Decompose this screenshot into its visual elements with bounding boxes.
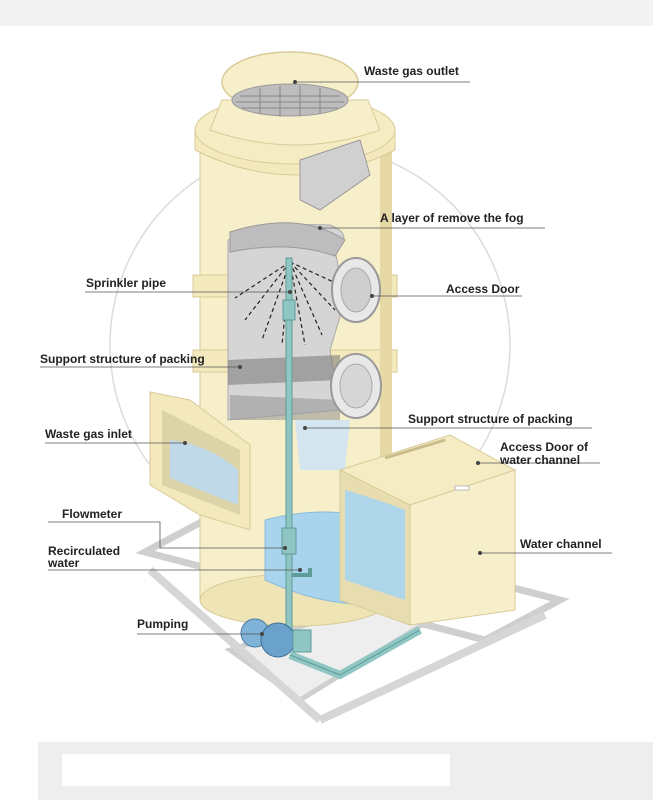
gas-inlet-duct (149, 391, 251, 531)
label-access-door-water-line2: water channel (500, 453, 581, 467)
bottom-caption-box (62, 754, 450, 786)
label-waste-gas-inlet: Waste gas inlet (45, 427, 132, 441)
leader-lines (40, 81, 612, 635)
label-access-door-water-line1: Access Door of (500, 440, 589, 454)
top-band (0, 0, 653, 26)
label-recirculated-line1: Recirculated (48, 544, 121, 558)
label-pumping: Pumping (137, 617, 189, 631)
pipe-system (240, 257, 422, 680)
label-fog-layer: A layer of remove the fog (380, 211, 524, 225)
label-flowmeter: Flowmeter (62, 507, 123, 521)
label-water-channel: Water channel (520, 537, 602, 551)
label-access-door: Access Door (446, 282, 520, 296)
leader-dots (183, 80, 482, 636)
label-waste-gas-outlet: Waste gas outlet (364, 64, 459, 78)
water-channel-box (338, 434, 517, 626)
access-doors (330, 257, 382, 419)
label-recirculated-line2: water (48, 556, 80, 570)
label-support-structure-right: Support structure of packing (408, 412, 573, 426)
label-sprinkler-pipe: Sprinkler pipe (86, 276, 167, 290)
label-support-structure-left: Support structure of packing (40, 352, 205, 366)
